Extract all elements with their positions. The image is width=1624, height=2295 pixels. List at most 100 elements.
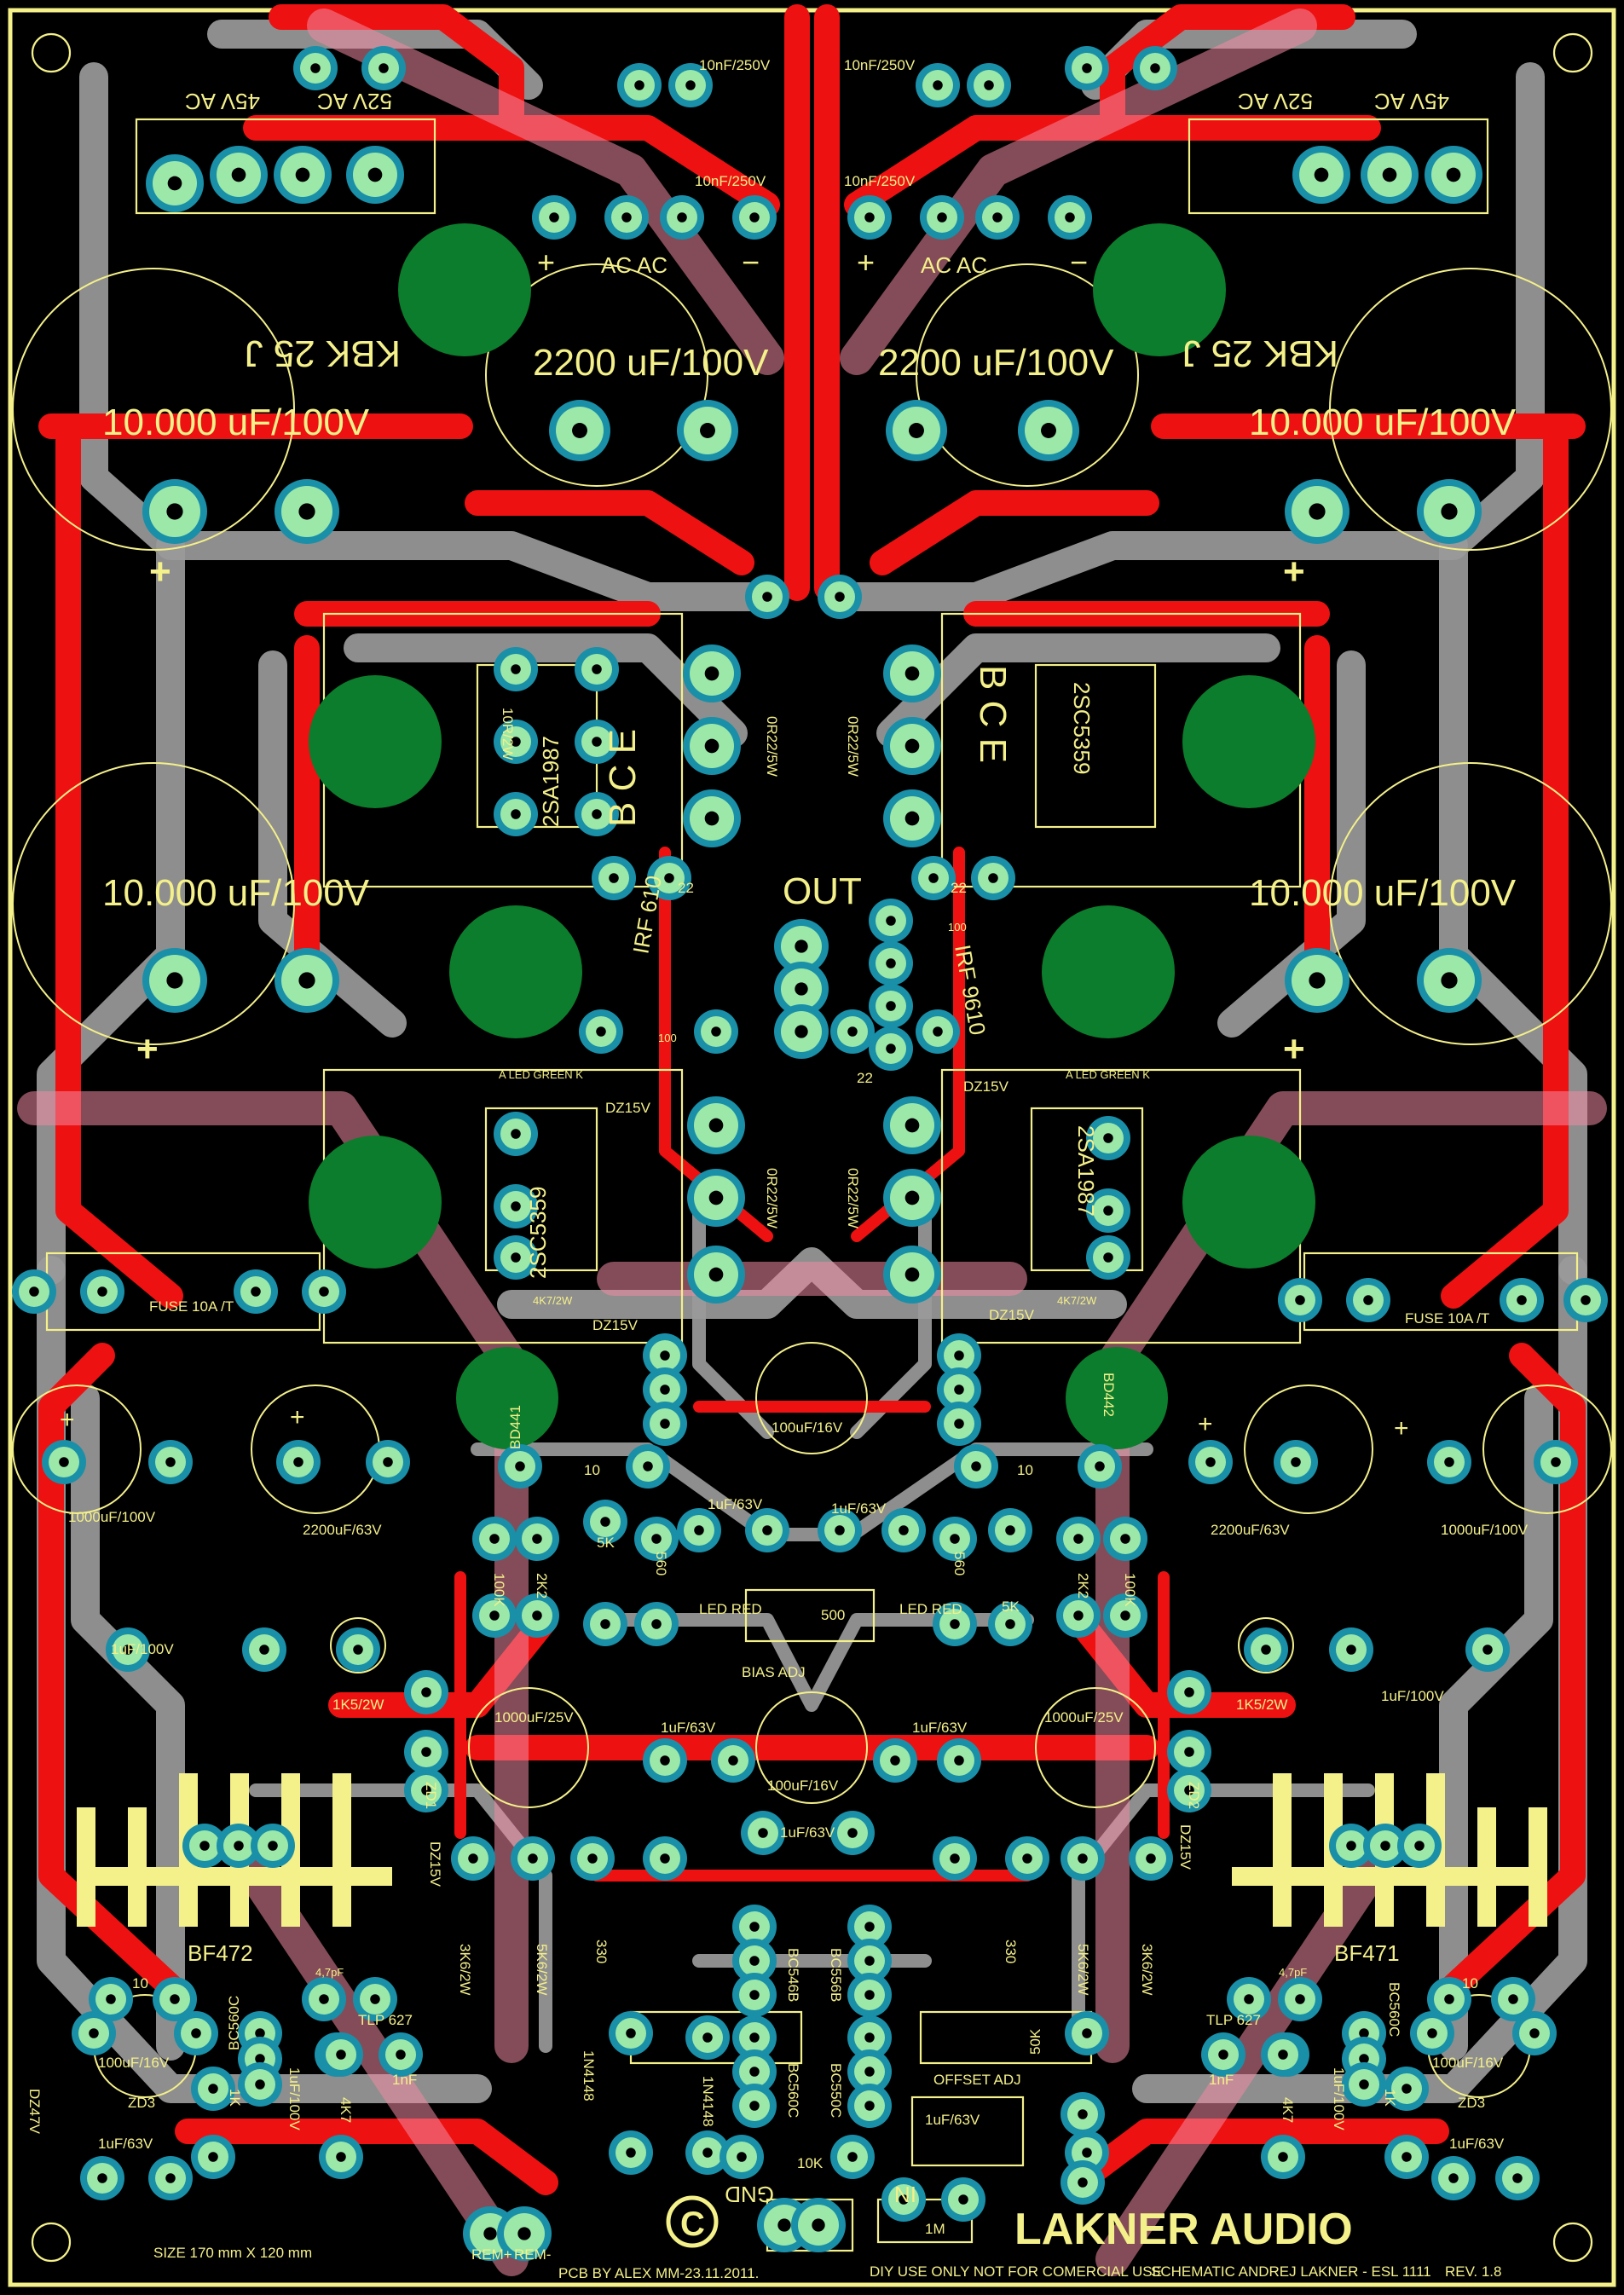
pad-hole [1082,63,1092,73]
pad-hole [298,503,315,520]
pad-hole [511,1252,521,1263]
board-outline [8,8,1616,2287]
label-cap-10nf-2: 10nF/250V [844,57,916,73]
pad-hole [1291,1457,1301,1467]
svg-text:+: + [1198,1410,1213,1438]
pad-hole [749,212,760,223]
label-bc556b: BC556B [828,1948,844,2002]
pad-hole [909,423,924,438]
label-1uf100v-left: 1uF/100V [286,2067,303,2130]
pad-hole [1346,1841,1356,1851]
pad-hole [702,2148,713,2158]
label-offset-adj: OFFSET ADJ [933,2072,1021,2088]
pad-hole [795,1025,808,1038]
pad-hole [711,1026,721,1037]
label-r22-c: 22 [857,1070,873,1086]
pad-hole [1103,1205,1113,1216]
label-52v-ac-left: 52V AC [317,89,392,114]
pad-hole [167,176,182,191]
pad-hole [515,1461,525,1471]
svg-text:+: + [290,1403,305,1431]
label-2k2-left: 2K2 [534,1573,550,1598]
pad-hole [298,972,315,989]
pad-hole [864,1956,875,1966]
pad-hole [1508,1994,1518,2004]
pad-hole [1446,167,1461,182]
pad-hole [1401,2152,1412,2162]
label-bc560c-right: BC560C [1386,1982,1402,2037]
label-52v-ac-right: 52V AC [1238,89,1313,114]
pad-hole [1261,1645,1271,1655]
label-r10-d: 10 [1462,1975,1478,1992]
pad-hole [1482,1645,1493,1655]
label-4k7-left: 4K7 [338,2097,354,2123]
label-2200uf63-left: 2200uF/63V [303,1522,382,1538]
pad-hole [421,1687,431,1697]
label-r100-b: 100 [948,921,967,934]
label-1uf63-mid: 1uF/63V [925,2112,980,2128]
pad-hole [904,811,920,826]
pad-hole [899,1525,909,1535]
pad-hole [532,1610,542,1621]
pad-hole [890,1755,900,1766]
label-1uf63-left: 1uF/63V [98,2136,153,2152]
label-0r22-1: 0R22/5W [764,716,780,777]
pad-hole [1120,1610,1130,1621]
pad-hole [864,1990,875,2000]
pad-hole [483,2227,497,2240]
svg-text:+: + [537,245,555,280]
svg-text:+: + [857,245,875,280]
pad-hole [1078,2109,1088,2119]
pad-hole [231,167,246,182]
label-cap-10000-ml: 10.000 uF/100V [102,872,370,914]
label-1k5-left: 1K5/2W [332,1697,384,1713]
label-gnd: GND [725,2182,774,2207]
label-cap-2200-right: 2200 uF/100V [878,342,1114,384]
pad-hole [587,1853,598,1864]
pad-hole [660,1419,670,1429]
label-1k5-right: 1K5/2W [1236,1697,1287,1713]
pad-hole [1441,503,1458,520]
pad-hole [708,1267,724,1282]
pad-hole [1581,1295,1591,1305]
pad-hole [1295,1295,1305,1305]
label-copyright: C [680,2205,705,2243]
label-led-green-left: A LED GREEN K [499,1068,583,1081]
pad-hole [651,1619,662,1629]
pad-hole [1073,1610,1084,1621]
label-1n4148-b: 1N4148 [700,2076,716,2127]
label-zd1: ZD1 [423,1782,439,1809]
pad-hole [1005,1525,1015,1535]
pad-hole [59,1457,69,1467]
pad-hole [954,1350,964,1361]
label-1m: 1M [925,2221,945,2237]
label-4k7-2w-a: 4K7/2W [533,1294,573,1307]
label-1uf63-d: 1uF/63V [912,1720,968,1736]
pad-hole [600,1619,610,1629]
pad-hole [685,80,696,90]
pad-hole [1278,2049,1288,2060]
pad-hole [988,873,998,883]
pad-hole [812,2218,825,2232]
label-100k-right: 100K [1122,1573,1138,1607]
pad-hole [1380,1841,1390,1851]
svg-text:−: − [1070,245,1088,280]
corner-holes [31,32,1593,2263]
pads [12,46,1608,2261]
pad-hole [370,1994,380,2004]
pad-hole [700,423,715,438]
pad-hole [1065,212,1075,223]
pad-hole [864,2101,875,2111]
label-dz15-e: DZ15V [427,1841,443,1887]
pad-hole [1095,1461,1105,1471]
pad-hole [795,982,808,996]
pad-hole [954,1385,964,1395]
pad-hole [864,2067,875,2077]
label-out: OUT [783,870,862,912]
pad-hole [954,1755,964,1766]
large-capacitors [12,263,1612,2098]
pad-hole [702,2032,713,2043]
label-bridge-left-ac: AC AC [601,252,668,278]
label-tlp627-left: TLP 627 [358,2012,413,2028]
pad-hole [1218,2049,1228,2060]
